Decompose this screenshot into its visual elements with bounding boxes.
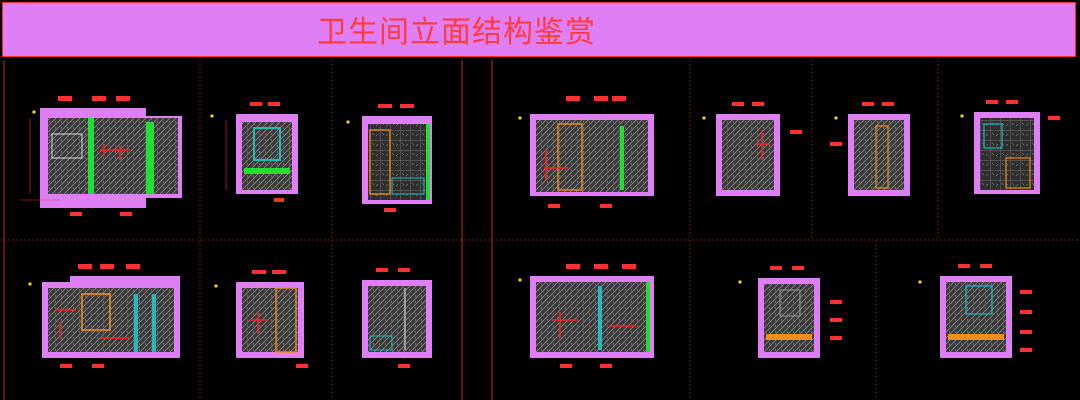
- elevation-6: [362, 268, 432, 368]
- elevation-12: [758, 266, 842, 358]
- elevation-5: [236, 270, 308, 368]
- elevation-3: [362, 104, 432, 212]
- elevation-10: [974, 100, 1060, 194]
- sheet-grid-lines: [0, 60, 1080, 400]
- elevation-9: [830, 102, 910, 196]
- elevation-8: [716, 102, 802, 196]
- elevation-4: [42, 264, 180, 368]
- sheet-divider: [3, 60, 493, 400]
- elevation-7: [530, 96, 654, 208]
- elevation-2: [225, 102, 298, 202]
- title-banner: 卫生间立面结构鉴赏: [2, 2, 1076, 57]
- banner-title: 卫生间立面结构鉴赏: [317, 15, 596, 50]
- elevation-13: [940, 264, 1032, 358]
- elevation-1: [20, 96, 182, 216]
- annotation-markers: [28, 110, 964, 288]
- elevation-11: [530, 264, 654, 368]
